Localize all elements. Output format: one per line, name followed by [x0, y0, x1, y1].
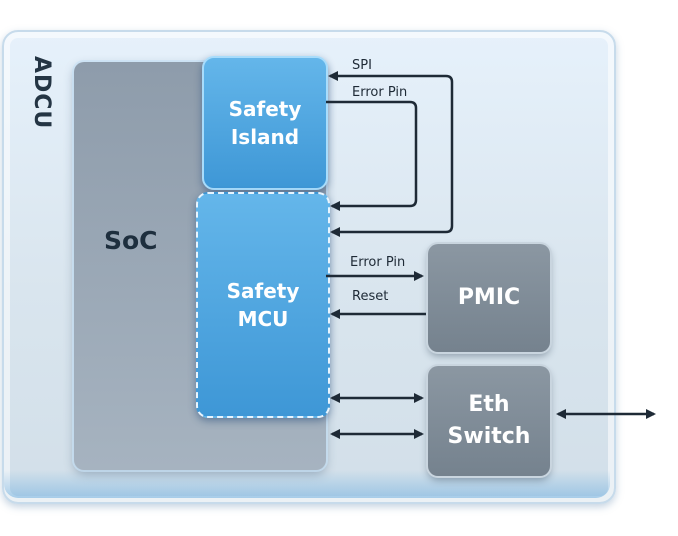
- safety-mcu-block: Safety MCU: [196, 192, 330, 418]
- error-pin-island-label: Error Pin: [352, 85, 408, 100]
- eth-switch-label-line2: Switch: [447, 424, 531, 449]
- safety-island-label-line1: Safety: [228, 97, 302, 121]
- adcu-label: ADCU: [29, 56, 54, 130]
- safety-mcu-label-line1: Safety: [226, 279, 300, 303]
- safety-mcu-label-line2: MCU: [237, 307, 289, 331]
- safety-island-label-line2: Island: [230, 125, 300, 149]
- eth-switch-label-line1: Eth: [468, 392, 510, 417]
- pmic-label: PMIC: [457, 285, 521, 310]
- error-pin-pmic-label: Error Pin: [350, 255, 406, 270]
- safety-island-block: Safety Island: [202, 56, 328, 190]
- spi-wire: [328, 71, 454, 237]
- eth-switch-block: Eth Switch: [428, 366, 550, 476]
- soc-label: SoC: [104, 226, 158, 255]
- pmic-block: PMIC: [428, 244, 550, 352]
- error-pin-island-wire: [326, 100, 418, 211]
- reset-label: Reset: [352, 289, 389, 304]
- spi-label: SPI: [352, 58, 372, 73]
